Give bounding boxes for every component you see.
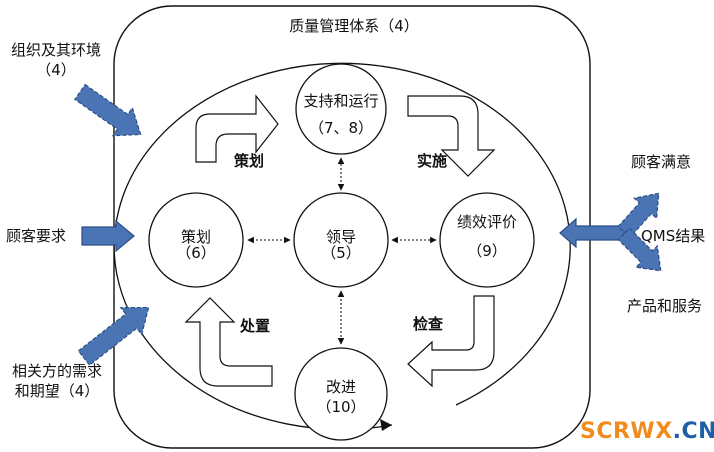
evaluation-node-clause: （9） — [467, 242, 507, 260]
evaluation-circle — [439, 192, 535, 288]
support-circle — [295, 63, 387, 155]
leadership-node-name: 领导 — [325, 228, 356, 246]
input-organization-line2: （4） — [36, 61, 76, 79]
customer-requirements-input-arrow — [81, 219, 135, 253]
support-node-name: 支持和运行 — [303, 92, 379, 110]
pdca-act-label: 处置 — [239, 317, 270, 335]
watermark-text-suffix: .CN — [672, 419, 714, 444]
planning-node-name: 策划 — [180, 228, 211, 246]
pdca-plan-label: 策划 — [233, 152, 264, 170]
support-node-clause: （7、8） — [308, 119, 374, 137]
evaluation-node-name: 绩效评价 — [456, 213, 517, 231]
system-title: 质量管理体系（4） — [289, 17, 419, 35]
watermark-logo: SCRWX.CN — [580, 419, 714, 444]
pdca-do-label: 实施 — [416, 152, 447, 170]
organization-input-arrow — [74, 83, 142, 137]
output-qms-results: QMS结果 — [641, 227, 706, 245]
improvement-node-clause: （10） — [316, 398, 366, 416]
do-arrow — [407, 95, 496, 177]
input-interested-parties-line1: 相关方的需求 — [11, 362, 102, 380]
planning-node-clause: （6） — [176, 244, 216, 262]
planning-circle — [148, 192, 244, 288]
plan-arrow — [195, 94, 279, 163]
watermark-text-main: SCRWX — [580, 419, 673, 444]
output-products-services: 产品和服务 — [627, 297, 703, 315]
output-arrow-to-qms-results — [559, 217, 625, 249]
check-arrow — [407, 295, 495, 388]
act-arrow — [184, 297, 273, 387]
input-organization-line1: 组织及其环境 — [10, 41, 101, 59]
improvement-circle — [294, 347, 388, 441]
leadership-node-clause: （5） — [321, 244, 361, 262]
output-customer-satisfaction: 顾客满意 — [631, 153, 692, 171]
input-interested-parties-line2: 和期望（4） — [14, 382, 100, 400]
cycle-ellipse — [113, 62, 571, 431]
input-customer-requirements: 顾客要求 — [6, 227, 67, 245]
improvement-node-name: 改进 — [325, 378, 356, 396]
leadership-circle — [293, 192, 389, 288]
interested-parties-input-arrow — [77, 306, 150, 366]
cycle-arrowhead — [380, 419, 392, 431]
output-arrow-to-products — [617, 227, 662, 272]
pdca-check-label: 检查 — [412, 315, 443, 333]
